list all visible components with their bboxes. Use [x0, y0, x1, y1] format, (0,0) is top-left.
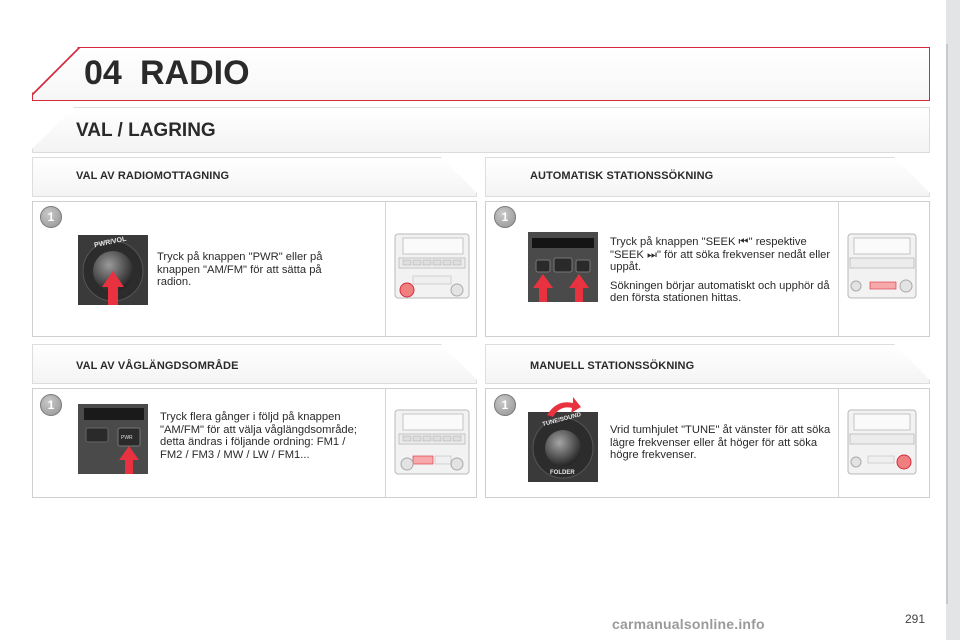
header-corner-line: [32, 47, 80, 95]
instruction-text: Tryck på knappen "SEEK: [610, 236, 739, 248]
instruction-text: " för att söka frekvenser nedåt eller up…: [610, 248, 831, 274]
instruction-auto-seek: Tryck på knappen "SEEK ⏮" respektive "SE…: [610, 236, 835, 311]
seek-down-icon: ⏮: [738, 236, 749, 248]
chapter-title: RADIO: [140, 54, 250, 92]
subheading-band-manual: [485, 344, 930, 384]
tune-knob-photo: TUNE/SOUND FOLDER: [528, 412, 598, 482]
page-edge-strip: [946, 0, 960, 640]
watermark: carmanualsonline.info: [612, 616, 765, 632]
subheading-auto-seek: AUTOMATISK STATIONSSÖKNING: [530, 170, 714, 182]
step-badge: 1: [40, 394, 62, 416]
instruction-radio-reception: Tryck på knappen "PWR" eller på knappen …: [157, 251, 323, 289]
radio-unit-illustration: [394, 233, 470, 299]
knob-label-bottom: FOLDER: [550, 470, 575, 476]
instruction-text: " respektive "SEEK: [610, 236, 807, 261]
section-band: [32, 107, 930, 153]
subheading-band-auto: [485, 157, 930, 197]
power-knob-photo: PWR/VOL: [78, 235, 148, 305]
radio-unit-illustration: [847, 409, 917, 475]
seek-up-icon: ⏭: [646, 248, 658, 261]
radio-unit-illustration: [847, 233, 917, 299]
chapter-number: 04: [84, 54, 122, 92]
step-badge: 1: [40, 206, 62, 228]
subheading-band-band: [32, 344, 477, 384]
amfm-button-photo: PWR: [78, 404, 148, 474]
step-badge: 1: [494, 394, 516, 416]
radio-unit-illustration: [394, 409, 470, 475]
rotate-arrow-icon: [547, 397, 581, 417]
instruction-manual-seek: Vrid tumhjulet "TUNE" åt vänster för att…: [610, 424, 831, 462]
subheading-manual-seek: MANUELL STATIONSSÖKNING: [530, 360, 695, 372]
step-badge: 1: [494, 206, 516, 228]
button-label: PWR: [121, 435, 133, 441]
seek-buttons-photo: [528, 232, 598, 302]
section-title: VAL / LAGRING: [76, 120, 216, 141]
page-number: 291: [905, 612, 926, 626]
subheading-band-selection: VAL AV VÅGLÄNGDSOMRÅDE: [76, 360, 239, 372]
chapter-header-bar: [32, 47, 930, 101]
subheading-band-radio: [32, 157, 477, 197]
instruction-text: Sökningen börjar automatiskt och upphör …: [610, 279, 830, 305]
subheading-radio-reception: VAL AV RADIOMOTTAGNING: [76, 170, 230, 182]
instruction-band-selection: Tryck flera gånger i följd på knappen "A…: [160, 411, 357, 461]
